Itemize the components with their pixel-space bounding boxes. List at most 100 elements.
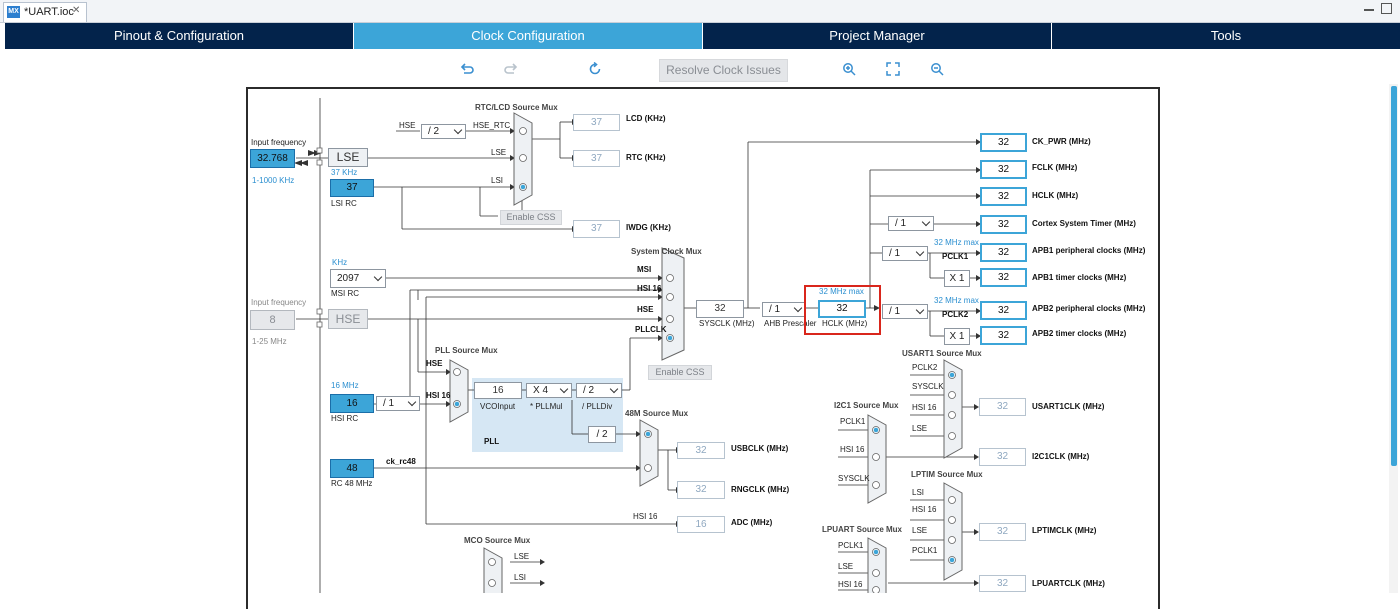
rngclk-value: 32 (677, 481, 725, 499)
ahb-prescaler-label: AHB Prescaler (764, 319, 817, 328)
rtc-clock-label: RTC (KHz) (626, 153, 666, 162)
close-icon[interactable]: ✕ (72, 5, 81, 16)
sysclk-label: SYSCLK (MHz) (699, 319, 755, 328)
sysclk-value: 32 (696, 300, 744, 318)
hclk-input-field[interactable]: 32 (818, 300, 866, 318)
lse-range-label: 1-1000 KHz (252, 176, 295, 185)
ck-pwr-label: CK_PWR (MHz) (1032, 137, 1091, 146)
file-tab-label: *UART.ioc (24, 6, 74, 18)
file-tab[interactable]: MX *UART.ioc ✕ (3, 2, 87, 22)
zoom-in-icon[interactable] (842, 62, 856, 80)
pll-div-select[interactable]: / 2 (576, 383, 622, 398)
rtc-lcd-source-mux-title: RTC/LCD Source Mux (475, 103, 558, 112)
rtc-mux-hse-label: HSE (399, 121, 416, 130)
rngclk-label: RNGCLK (MHz) (731, 485, 790, 494)
lpuart-mux-item: PCLK1 (838, 541, 864, 550)
pll-mux-hsi16-label: HSI 16 (426, 391, 451, 400)
apb2-peripheral-value: 32 (980, 301, 1027, 320)
usart1clk-value: 32 (979, 398, 1026, 416)
usb-pll-divider[interactable]: / 2 (588, 426, 616, 443)
fit-icon[interactable] (886, 62, 900, 80)
hsi-rc-value: 16 (330, 394, 374, 413)
pll-block-label: PLL (484, 437, 500, 446)
hsi-divider-select[interactable]: / 1 (376, 396, 420, 411)
undo-icon[interactable] (460, 62, 474, 80)
main-nav: Pinout & Configuration Clock Configurati… (5, 23, 1400, 49)
apb2-prescaler-select[interactable]: / 1 (882, 304, 928, 319)
i2c1-source-mux-title: I2C1 Source Mux (834, 401, 899, 410)
sys-mux-hse-label: HSE (637, 305, 654, 314)
i2c1clk-value: 32 (979, 448, 1026, 466)
lptim-mux-item: HSI 16 (912, 505, 937, 514)
lpuartclk-label: LPUARTCLK (MHz) (1032, 579, 1105, 588)
refresh-icon[interactable] (588, 61, 602, 80)
pclk2-label: PCLK2 (942, 310, 969, 319)
lcd-clock-label: LCD (KHz) (626, 114, 666, 123)
mco-source-mux-title: MCO Source Mux (464, 536, 531, 545)
usbclk-value: 32 (677, 442, 725, 459)
ck-rc48-label: ck_rc48 (386, 457, 416, 466)
iwdg-clock-value: 37 (573, 220, 620, 238)
apb1-timer-multiplier: X 1 (944, 270, 970, 287)
vertical-scrollbar-thumb[interactable] (1391, 86, 1397, 466)
tab-pinout-configuration[interactable]: Pinout & Configuration (5, 23, 354, 49)
hclk-max-label: 32 MHz max (819, 287, 864, 296)
pll-vco-input-value: 16 (474, 382, 522, 399)
cortex-timer-divider-select[interactable]: / 1 (888, 216, 934, 231)
cortex-timer-label: Cortex System Timer (MHz) (1032, 219, 1136, 228)
tab-project-manager[interactable]: Project Manager (703, 23, 1052, 49)
minimize-icon[interactable] (1364, 3, 1374, 11)
stm32cubemx-icon: MX (7, 6, 20, 18)
apb2-timer-multiplier: X 1 (944, 328, 970, 345)
hse-range-label: 1-25 MHz (252, 337, 287, 346)
pll-source-mux-title: PLL Source Mux (435, 346, 498, 355)
adc-value: 16 (677, 516, 725, 533)
mco-mux-item: LSI (514, 573, 527, 582)
rc48-label: RC 48 MHz (331, 479, 373, 488)
resolve-clock-issues-button[interactable]: Resolve Clock Issues (659, 59, 788, 82)
sys-mux-hsi16-label: HSI 16 (637, 284, 662, 293)
enable-css-hse-button[interactable]: Enable CSS (648, 365, 712, 380)
msi-range-select[interactable]: 2097 (330, 269, 386, 288)
lse-input-frequency-label: Input frequency (251, 138, 307, 147)
lptimclk-value: 32 (979, 523, 1026, 541)
ahb-prescaler-select[interactable]: / 1 (762, 302, 806, 317)
i2c1-mux-item: PCLK1 (840, 417, 866, 426)
lptimclk-label: LPTIMCLK (MHz) (1032, 526, 1097, 535)
lcd-clock-value: 37 (573, 114, 620, 131)
apb1-peripheral-value: 32 (980, 243, 1027, 262)
zoom-out-icon[interactable] (930, 62, 944, 80)
pll-div-label: / PLLDiv (582, 402, 613, 411)
enable-css-rtc-button[interactable]: Enable CSS (500, 210, 562, 225)
usart1-source-mux-title: USART1 Source Mux (902, 349, 982, 358)
lse-input-frequency-field[interactable]: 32.768 (250, 149, 295, 168)
adc-hsi16-label: HSI 16 (633, 512, 658, 521)
apb2-timer-label: APB2 timer clocks (MHz) (1032, 329, 1127, 338)
redo-icon[interactable] (504, 62, 518, 80)
sys-mux-pllclk-label: PLLCLK (635, 325, 667, 334)
hsi-frequency-label: 16 MHz (331, 381, 359, 390)
48m-source-mux-title: 48M Source Mux (625, 409, 689, 418)
lpuart-source-mux-title: LPUART Source Mux (822, 525, 903, 534)
iwdg-clock-label: IWDG (KHz) (626, 223, 671, 232)
rtc-hse-divider-select[interactable]: / 2 (421, 124, 466, 139)
i2c1-mux-item: HSI 16 (840, 445, 865, 454)
apb2-max-label: 32 MHz max (934, 296, 979, 305)
apb1-prescaler-select[interactable]: / 1 (882, 246, 928, 261)
lsi-frequency-label: 37 KHz (331, 168, 358, 177)
lsi-rc-value: 37 (330, 179, 374, 197)
lptim-mux-item: LSE (912, 526, 928, 535)
tab-tools[interactable]: Tools (1052, 23, 1400, 49)
hsi-rc-label: HSI RC (331, 414, 359, 423)
pclk1-label: PCLK1 (942, 252, 969, 261)
usart1-mux-item: PCLK2 (912, 363, 938, 372)
pll-mul-select[interactable]: X 4 (526, 383, 572, 398)
tab-clock-configuration[interactable]: Clock Configuration (354, 23, 703, 49)
sys-mux-msi-label: MSI (637, 265, 652, 274)
pll-vco-input-label: VCOInput (480, 402, 516, 411)
i2c1clk-label: I2C1CLK (MHz) (1032, 452, 1090, 461)
maximize-icon[interactable] (1381, 3, 1392, 14)
fclk-value: 32 (980, 160, 1027, 179)
hse-input-frequency-field[interactable]: 8 (250, 310, 295, 330)
rtc-mux-lse-label: LSE (491, 148, 507, 157)
